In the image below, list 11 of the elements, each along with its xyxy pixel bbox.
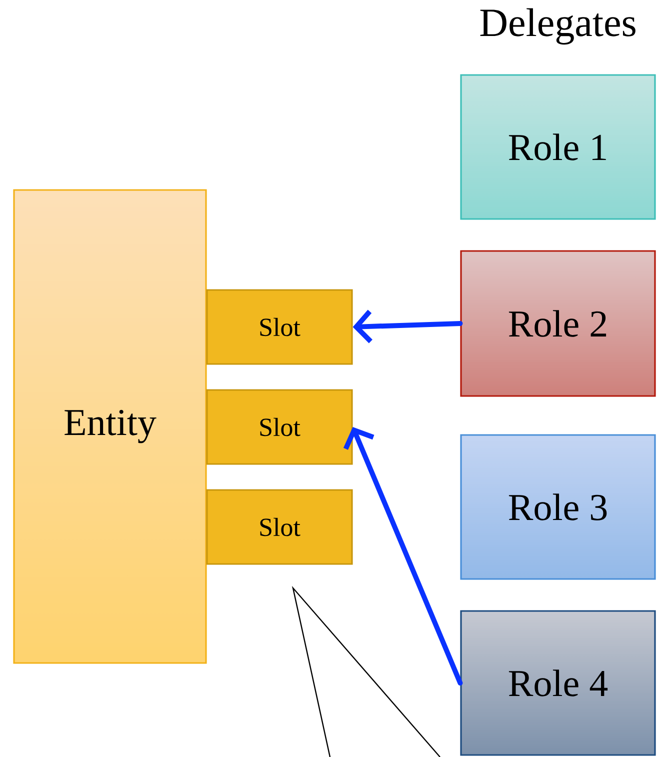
slot-box: Slot xyxy=(206,489,353,565)
entity-box: Entity xyxy=(13,189,207,664)
role-box: Role 4 xyxy=(460,610,656,756)
role-box: Role 1 xyxy=(460,74,656,220)
arrow xyxy=(343,427,463,686)
role-box: Role 2 xyxy=(460,250,656,397)
slot-box: Slot xyxy=(206,389,353,465)
arrow xyxy=(352,310,463,344)
role-box: Role 3 xyxy=(460,434,656,580)
slot-box: Slot xyxy=(206,289,353,365)
heading: Delegates xyxy=(480,8,636,45)
